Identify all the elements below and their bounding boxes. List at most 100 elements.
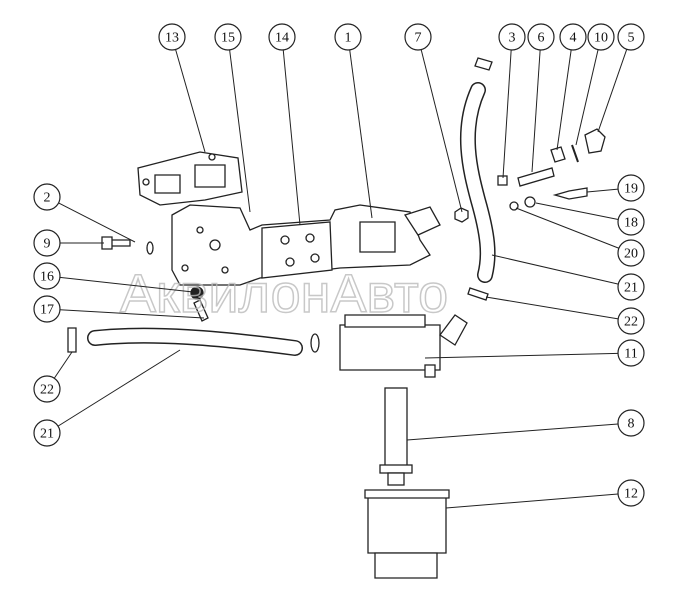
callout-label: 17 bbox=[40, 303, 54, 318]
callout-label: 5 bbox=[628, 31, 635, 46]
leader-line-18 bbox=[535, 202, 619, 220]
callout-circle bbox=[334, 23, 362, 51]
callout-circle bbox=[617, 208, 645, 236]
callout-21: 21 bbox=[617, 273, 645, 301]
callout-label: 7 bbox=[415, 31, 422, 46]
callout-circle bbox=[527, 23, 555, 51]
hose-21-right bbox=[459, 57, 496, 283]
callout-6: 6 bbox=[527, 23, 555, 51]
callout-label: 1 bbox=[345, 31, 352, 46]
callout-label: 16 bbox=[40, 270, 54, 285]
tube-8 bbox=[379, 387, 413, 486]
callout-label: 22 bbox=[40, 383, 54, 398]
washer-18 bbox=[524, 196, 536, 208]
callout-label: 19 bbox=[624, 182, 638, 197]
callout-11: 11 bbox=[617, 339, 645, 367]
callout-4: 4 bbox=[559, 23, 587, 51]
callout-circle bbox=[617, 23, 645, 51]
leader-line-4 bbox=[556, 49, 572, 151]
callout-7: 7 bbox=[404, 23, 432, 51]
leader-line-21 bbox=[491, 254, 619, 285]
leader-line-21 bbox=[57, 349, 181, 427]
callout-circle bbox=[33, 295, 61, 323]
callout-13: 13 bbox=[158, 23, 186, 51]
callout-label: 21 bbox=[40, 427, 54, 442]
callout-circle bbox=[33, 375, 61, 403]
leader-line-7 bbox=[420, 49, 463, 213]
callout-label: 15 bbox=[221, 31, 235, 46]
callout-circle bbox=[404, 23, 432, 51]
callout-5: 5 bbox=[617, 23, 645, 51]
ring-16 bbox=[190, 286, 204, 300]
leader-line-13 bbox=[175, 49, 206, 153]
callout-circle bbox=[33, 229, 61, 257]
bolt-17 bbox=[193, 299, 209, 322]
leader-line-6 bbox=[531, 49, 541, 173]
callout-label: 11 bbox=[624, 347, 637, 362]
callout-label: 2 bbox=[44, 191, 51, 206]
callout-circle bbox=[617, 273, 645, 301]
callout-circle bbox=[617, 174, 645, 202]
callout-15: 15 bbox=[214, 23, 242, 51]
callout-circle bbox=[587, 23, 615, 51]
callout-label: 4 bbox=[570, 31, 577, 46]
housing-body bbox=[171, 204, 441, 286]
callout-circle bbox=[214, 23, 242, 51]
leader-line-12 bbox=[445, 493, 619, 509]
callout-label: 13 bbox=[165, 31, 179, 46]
stud-22-left bbox=[67, 327, 77, 353]
callout-1: 1 bbox=[334, 23, 362, 51]
callout-circle bbox=[33, 183, 61, 211]
callout-circle bbox=[617, 409, 645, 437]
washer-2 bbox=[146, 241, 154, 255]
callout-label: 18 bbox=[624, 216, 638, 231]
callout-14: 14 bbox=[268, 23, 296, 51]
callout-16: 16 bbox=[33, 262, 61, 290]
callout-circle bbox=[158, 23, 186, 51]
callout-circle bbox=[617, 479, 645, 507]
callout-18: 18 bbox=[617, 208, 645, 236]
leader-line-16 bbox=[59, 276, 194, 293]
pin-10 bbox=[571, 144, 579, 163]
hose-21-left bbox=[87, 327, 320, 356]
leader-line-20 bbox=[515, 207, 620, 249]
plug-5 bbox=[584, 128, 606, 154]
gasket-13 bbox=[137, 151, 243, 206]
leader-line-1 bbox=[349, 49, 373, 219]
leader-line-10 bbox=[575, 49, 599, 146]
callout-20: 20 bbox=[617, 239, 645, 267]
leader-line-19 bbox=[586, 188, 619, 193]
callout-21: 21 bbox=[33, 419, 61, 447]
callout-label: 8 bbox=[628, 417, 635, 432]
callout-circle bbox=[617, 239, 645, 267]
oil-filter-12 bbox=[364, 489, 450, 579]
callout-3: 3 bbox=[498, 23, 526, 51]
fitting-19 bbox=[552, 187, 588, 200]
callout-circle bbox=[559, 23, 587, 51]
leader-line-2 bbox=[58, 202, 136, 243]
leader-line-11 bbox=[424, 352, 619, 359]
filter-housing-11 bbox=[339, 314, 468, 378]
leader-line-17 bbox=[59, 309, 205, 319]
callout-19: 19 bbox=[617, 174, 645, 202]
watermark: АквилонАвто bbox=[120, 264, 448, 324]
callout-label: 10 bbox=[594, 31, 608, 46]
valve-4 bbox=[550, 146, 566, 163]
callout-2: 2 bbox=[33, 183, 61, 211]
stud-22-right bbox=[467, 287, 489, 301]
callout-circle bbox=[617, 307, 645, 335]
leader-line-22 bbox=[485, 296, 619, 320]
leader-line-15 bbox=[229, 49, 251, 213]
callout-circle bbox=[498, 23, 526, 51]
spring-6 bbox=[517, 167, 555, 187]
callout-22: 22 bbox=[617, 307, 645, 335]
callout-22: 22 bbox=[33, 375, 61, 403]
callout-label: 21 bbox=[624, 281, 638, 296]
bolt-9 bbox=[101, 236, 131, 250]
leader-line-22 bbox=[53, 351, 73, 379]
leader-line-5 bbox=[597, 49, 628, 133]
callout-10: 10 bbox=[587, 23, 615, 51]
